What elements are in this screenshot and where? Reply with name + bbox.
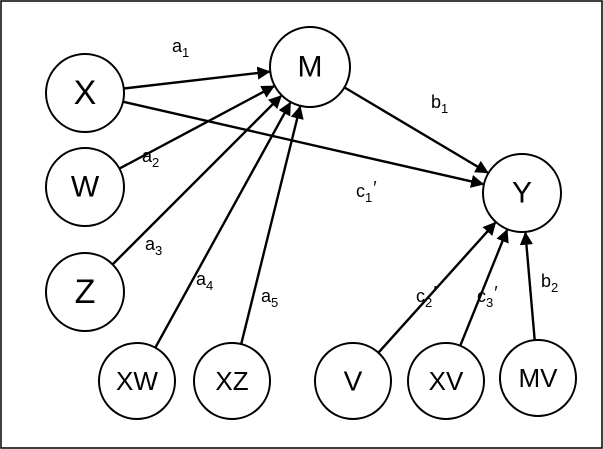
edge-xz-m <box>240 105 304 345</box>
node-label: V <box>344 366 363 397</box>
node-label: W <box>71 171 100 204</box>
node-label: MV <box>519 363 559 393</box>
edge-label-c3p: c3′ <box>477 283 498 310</box>
edge-v-y <box>377 221 497 354</box>
node-label: XZ <box>215 366 248 396</box>
edge-z-m <box>111 95 282 266</box>
edge-label-c2p: c2′ <box>416 283 437 310</box>
edge-label-c1p: c1′ <box>356 178 377 205</box>
node-m: M <box>269 26 351 108</box>
node-label: Y <box>512 177 532 210</box>
edge-label-a1: a1 <box>172 36 189 60</box>
node-mv: MV <box>499 339 577 417</box>
edge-label-a5: a5 <box>261 286 278 310</box>
edge-xw-m <box>154 101 292 349</box>
node-y: Y <box>482 153 562 233</box>
edge-w-m <box>118 85 275 170</box>
node-label: X <box>74 74 97 112</box>
node-w: W <box>45 147 125 227</box>
node-xw: XW <box>98 342 176 420</box>
node-z: Z <box>45 252 125 332</box>
node-label: XW <box>116 366 158 396</box>
edge-labels: a1 a2 a3 a4 a5 b1 c1′ c2′ c3′ b2 <box>142 36 558 310</box>
edge-xv-y <box>459 228 509 347</box>
edge-label-b2: b2 <box>541 271 558 295</box>
node-label: XV <box>429 366 464 396</box>
edge-label-b1: b1 <box>431 92 448 116</box>
edge-m-y <box>343 86 489 174</box>
node-label: M <box>298 51 323 84</box>
node-label: Z <box>75 273 96 311</box>
node-xz: XZ <box>193 342 271 420</box>
node-x: X <box>45 53 125 133</box>
edge-x-m <box>123 66 271 90</box>
node-v: V <box>314 342 392 420</box>
edges <box>111 66 536 354</box>
edge-label-a2: a2 <box>142 146 159 170</box>
edge-label-a4: a4 <box>196 269 213 293</box>
edge-x-y <box>122 100 485 188</box>
edge-mv-y <box>519 231 536 341</box>
node-xv: XV <box>407 342 485 420</box>
edge-label-a3: a3 <box>145 234 162 258</box>
